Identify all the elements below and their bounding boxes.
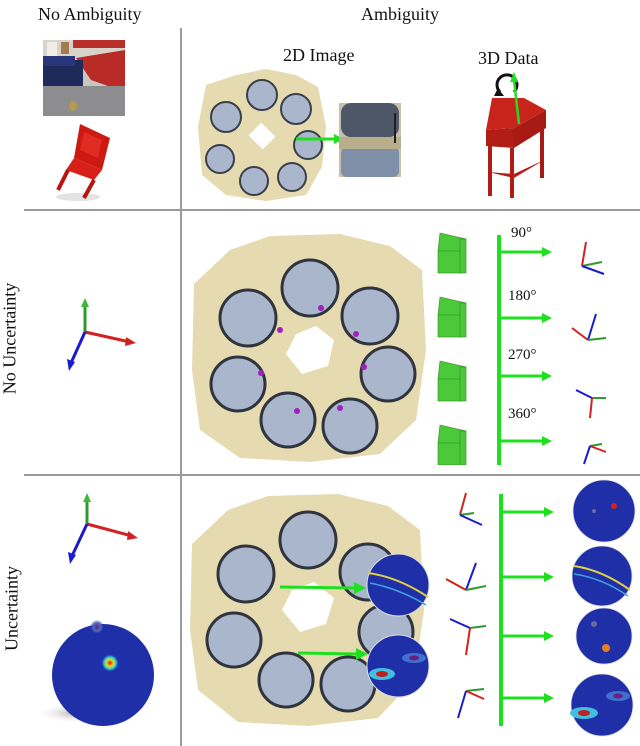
grid-vertical-divider xyxy=(180,28,182,746)
grid-row-divider-1 xyxy=(24,209,640,211)
header-no-ambiguity: No Ambiguity xyxy=(38,4,142,24)
rotation-arrows-uncertainty xyxy=(498,494,558,726)
pose-axes-certain xyxy=(60,295,140,375)
chairs-scene-pose-estimates xyxy=(190,230,426,462)
red-chair-model xyxy=(50,118,120,203)
rotation-arrows-no-uncertainty xyxy=(496,235,556,465)
chair-closeup-photo xyxy=(339,103,401,177)
green-table-models xyxy=(436,225,476,465)
angle-label-90: 90° xyxy=(511,225,532,241)
pose-axes-uncertain xyxy=(60,490,140,570)
chairs-scene-uncertainty xyxy=(188,490,432,728)
angle-label-360: 360° xyxy=(508,406,537,422)
row-label-no-uncertainty: No Uncertainty xyxy=(0,282,20,395)
angle-label-180: 180° xyxy=(508,288,537,304)
heatmap-inset-blobs xyxy=(366,634,430,698)
header-ambiguity: Ambiguity xyxy=(361,4,440,24)
row-label-uncertainty: Uncertainty xyxy=(1,566,22,651)
room-photo xyxy=(43,40,125,116)
grid-row-divider-2 xyxy=(24,474,640,476)
subheader-2d-image: 2D Image xyxy=(283,45,355,65)
rotated-axes-column xyxy=(566,228,616,468)
red-table-model xyxy=(476,68,558,200)
angle-label-270: 270° xyxy=(508,347,537,363)
subheader-3d-data: 3D Data xyxy=(478,48,539,68)
heatmap-inset-ring xyxy=(366,553,430,617)
axes-column-uncertainty xyxy=(440,485,490,730)
heatmap-spheres-column xyxy=(562,478,636,743)
uncertainty-heatmap-sphere xyxy=(30,595,160,735)
